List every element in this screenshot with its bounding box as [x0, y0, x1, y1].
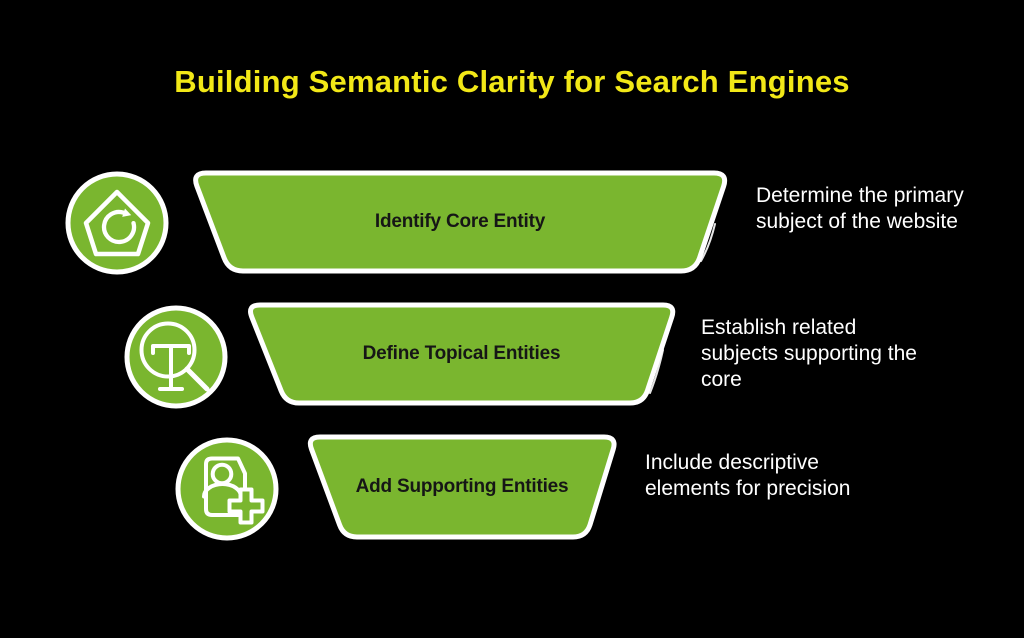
sketch-line — [649, 349, 664, 394]
funnel-stage-2-trapezoid — [248, 302, 676, 406]
stage-1-label: Identify Core Entity — [374, 211, 546, 232]
sketch-line — [700, 223, 716, 262]
funnel-stage-1-trapezoid — [193, 170, 728, 274]
stage-2-label: Define Topical Entities — [362, 343, 561, 364]
stage-3-description: Include descriptive elements for precisi… — [645, 451, 851, 500]
funnel-stage-3-shape — [307, 434, 617, 540]
page-title: Building Semantic Clarity for Search Eng… — [174, 64, 850, 99]
stage-1-icon-badge — [65, 171, 169, 275]
funnel-stage-1-shape — [193, 170, 728, 274]
stage-1-icon-circle — [65, 171, 169, 275]
funnel-stage-3-trapezoid — [307, 434, 617, 540]
stage-3-icon-circle — [175, 437, 279, 541]
funnel-stage-2-shape — [248, 302, 676, 406]
stage-2-icon-badge — [124, 305, 228, 409]
sketch-line — [591, 471, 606, 523]
profile-document-add-icon — [202, 456, 265, 525]
stage-1-description: Determine the primary subject of the web… — [756, 184, 964, 233]
stage-3-label: Add Supporting Entities — [355, 476, 569, 497]
stage-3-icon-badge — [175, 437, 279, 541]
pentagon-refresh-icon — [83, 189, 151, 257]
stage-2-description: Establish related subjects supporting th… — [701, 316, 917, 391]
text-search-icon — [139, 321, 210, 392]
